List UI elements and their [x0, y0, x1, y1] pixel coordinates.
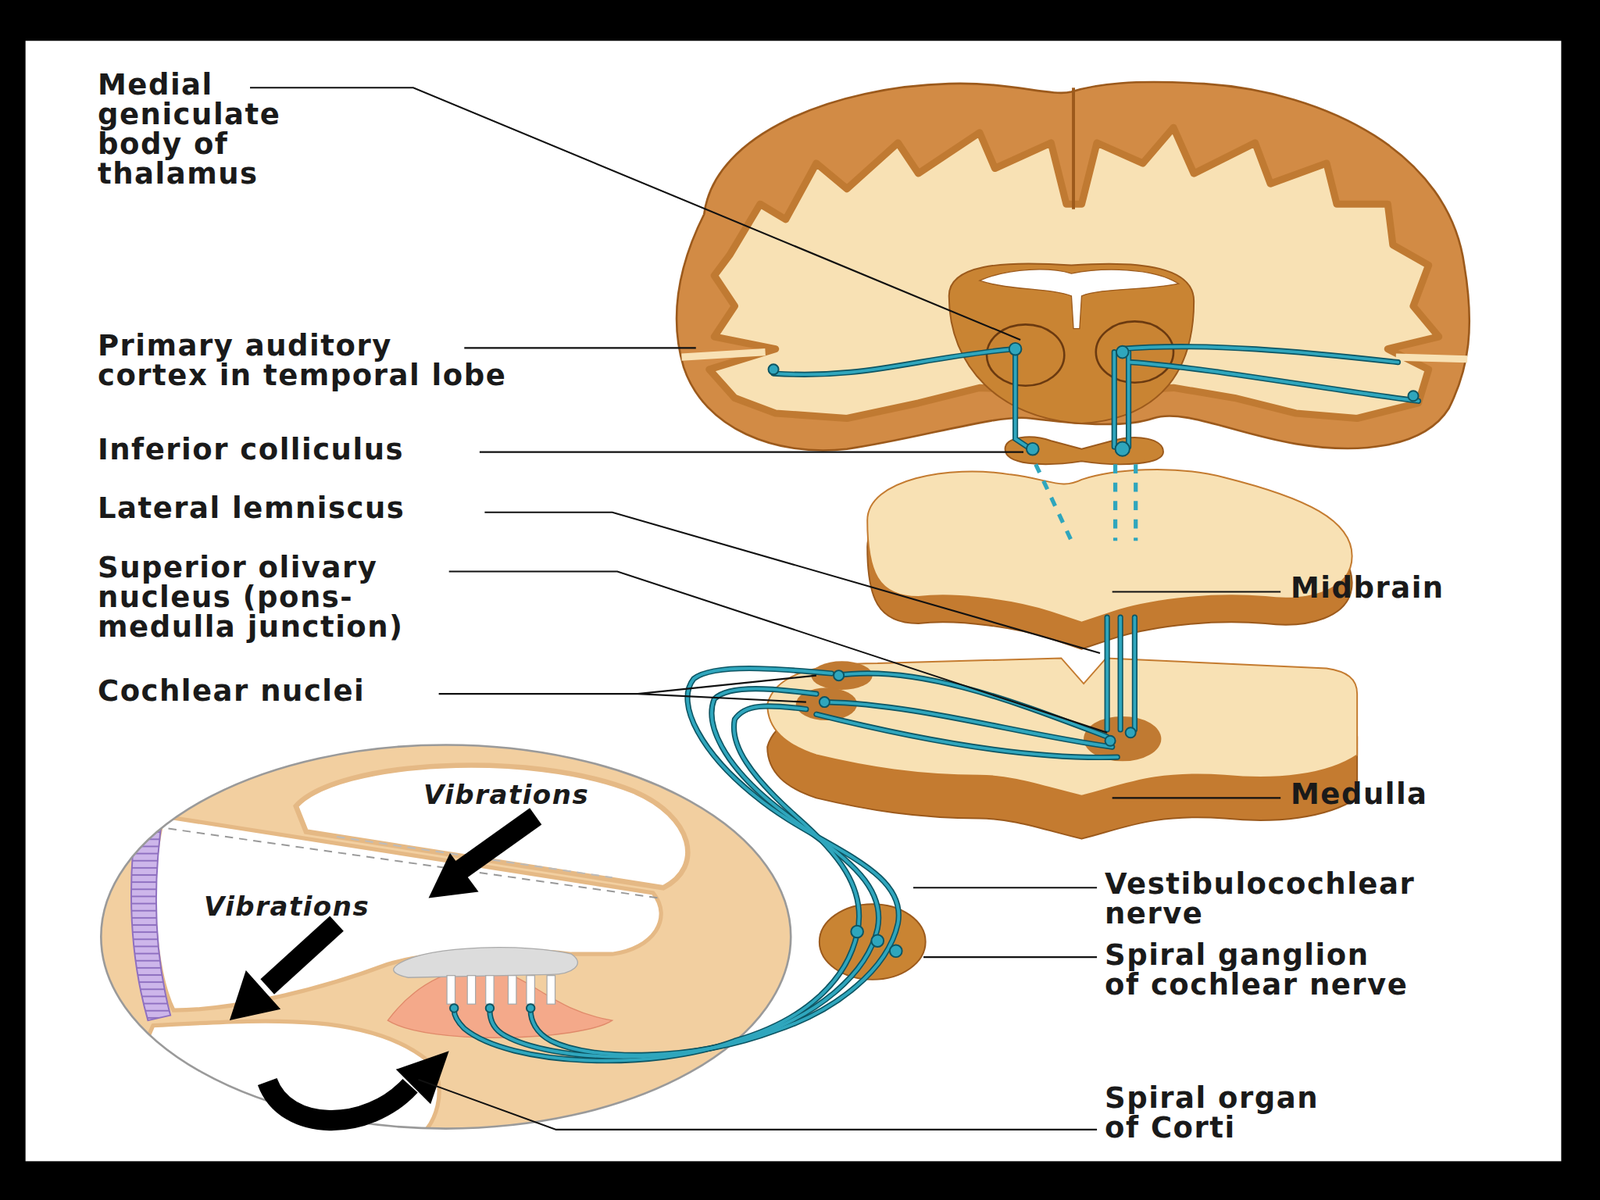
structure-label: Inferior colliculus — [97, 435, 404, 465]
structure-label: Midbrain — [1290, 573, 1445, 604]
panel — [25, 40, 1562, 1161]
vestibular-membrane — [168, 828, 659, 899]
scala-media — [154, 816, 662, 1011]
hair-cell — [546, 975, 555, 1005]
neuron-bodies — [450, 342, 1419, 1013]
fiber-group — [453, 346, 1418, 1061]
neuron-body — [1116, 346, 1129, 359]
structure-label: Medial geniculate body of thalamus — [97, 70, 231, 190]
neuron-body — [768, 364, 779, 375]
medial-geniculate — [986, 324, 1065, 386]
vibration-label: Vibrations — [423, 779, 590, 810]
inferior-colliculus — [1005, 436, 1164, 465]
leader-line — [484, 512, 1100, 654]
midbrain-top — [867, 469, 1352, 623]
structure-label: Spiral ganglion of cochlear nerve — [1104, 940, 1411, 1000]
neuron-body — [1125, 727, 1136, 738]
structure-label: Cochlear nuclei — [97, 676, 365, 707]
leader-line — [449, 571, 1108, 733]
neuron-body — [1115, 442, 1130, 457]
leader-line — [913, 886, 1097, 889]
nerve-ending — [526, 1003, 535, 1012]
hair-cell — [526, 975, 535, 1005]
vibration-arrow-shaft — [460, 816, 536, 870]
hair-cell — [467, 975, 475, 1005]
hair-cell — [446, 975, 455, 1005]
leader-line — [923, 956, 1097, 958]
cochlea-outline — [100, 744, 791, 1129]
cerebral-cortex — [676, 82, 1470, 450]
leader-line — [439, 675, 817, 703]
medial-geniculate — [1096, 321, 1174, 383]
structure-label: Spiral organ of Corti — [1104, 1083, 1322, 1143]
leader-line — [479, 451, 1024, 454]
nerve-ending — [450, 1003, 458, 1012]
vibration-arrow-shaft — [267, 923, 337, 987]
tectorial-membrane — [393, 947, 579, 979]
vibration-arrow-shaft — [267, 1081, 411, 1121]
ventricle — [979, 269, 1179, 329]
structure-label: Lateral lemniscus — [97, 493, 405, 524]
leader-line — [464, 346, 696, 349]
neuron-body — [1407, 390, 1418, 401]
fiber-outline-group — [453, 346, 1418, 1061]
vibration-arrow-head — [428, 853, 479, 898]
structure-label: Vestibulocochlear nerve — [1104, 869, 1123, 929]
hair-cell — [485, 975, 494, 1005]
cochlea-section — [102, 765, 689, 1143]
fiber-outline — [453, 346, 1418, 1061]
scala-tympani — [102, 1021, 440, 1143]
neuron-body — [871, 934, 884, 947]
fiber-dashed-group — [1035, 464, 1136, 541]
longitudinal-fissure — [1071, 87, 1075, 209]
vibration-arrow-head — [229, 970, 281, 1021]
neuron-body — [1026, 442, 1040, 456]
fiber-core — [453, 346, 1418, 1061]
structure-label: Primary auditory cortex in temporal lobe — [97, 331, 509, 391]
fiber-dashed — [1035, 464, 1136, 541]
neuron-body — [819, 696, 830, 708]
neuron-body — [1105, 735, 1116, 747]
organ-of-corti — [387, 968, 612, 1039]
structure-label: Medulla — [1290, 779, 1429, 810]
nerve-ending — [485, 1003, 494, 1012]
leader-line — [250, 87, 1021, 340]
leader-line — [1112, 591, 1282, 593]
neuron-body — [889, 944, 903, 958]
hair-cell — [507, 975, 516, 1005]
leader-line — [1112, 796, 1282, 799]
lateral-sulcus — [1396, 357, 1468, 360]
thalamus — [949, 263, 1194, 424]
neuron-body — [1009, 342, 1022, 356]
vibration-arrow-head — [396, 1050, 450, 1104]
neuron-body — [850, 925, 864, 939]
neuron-body — [833, 670, 844, 681]
medulla-top — [767, 657, 1358, 796]
structure-label: Superior olivary nucleus (pons-medulla j… — [97, 553, 406, 643]
leader-line — [418, 1079, 1098, 1130]
lateral-sulcus — [681, 352, 765, 358]
vibration-label: Vibrations — [203, 891, 370, 922]
